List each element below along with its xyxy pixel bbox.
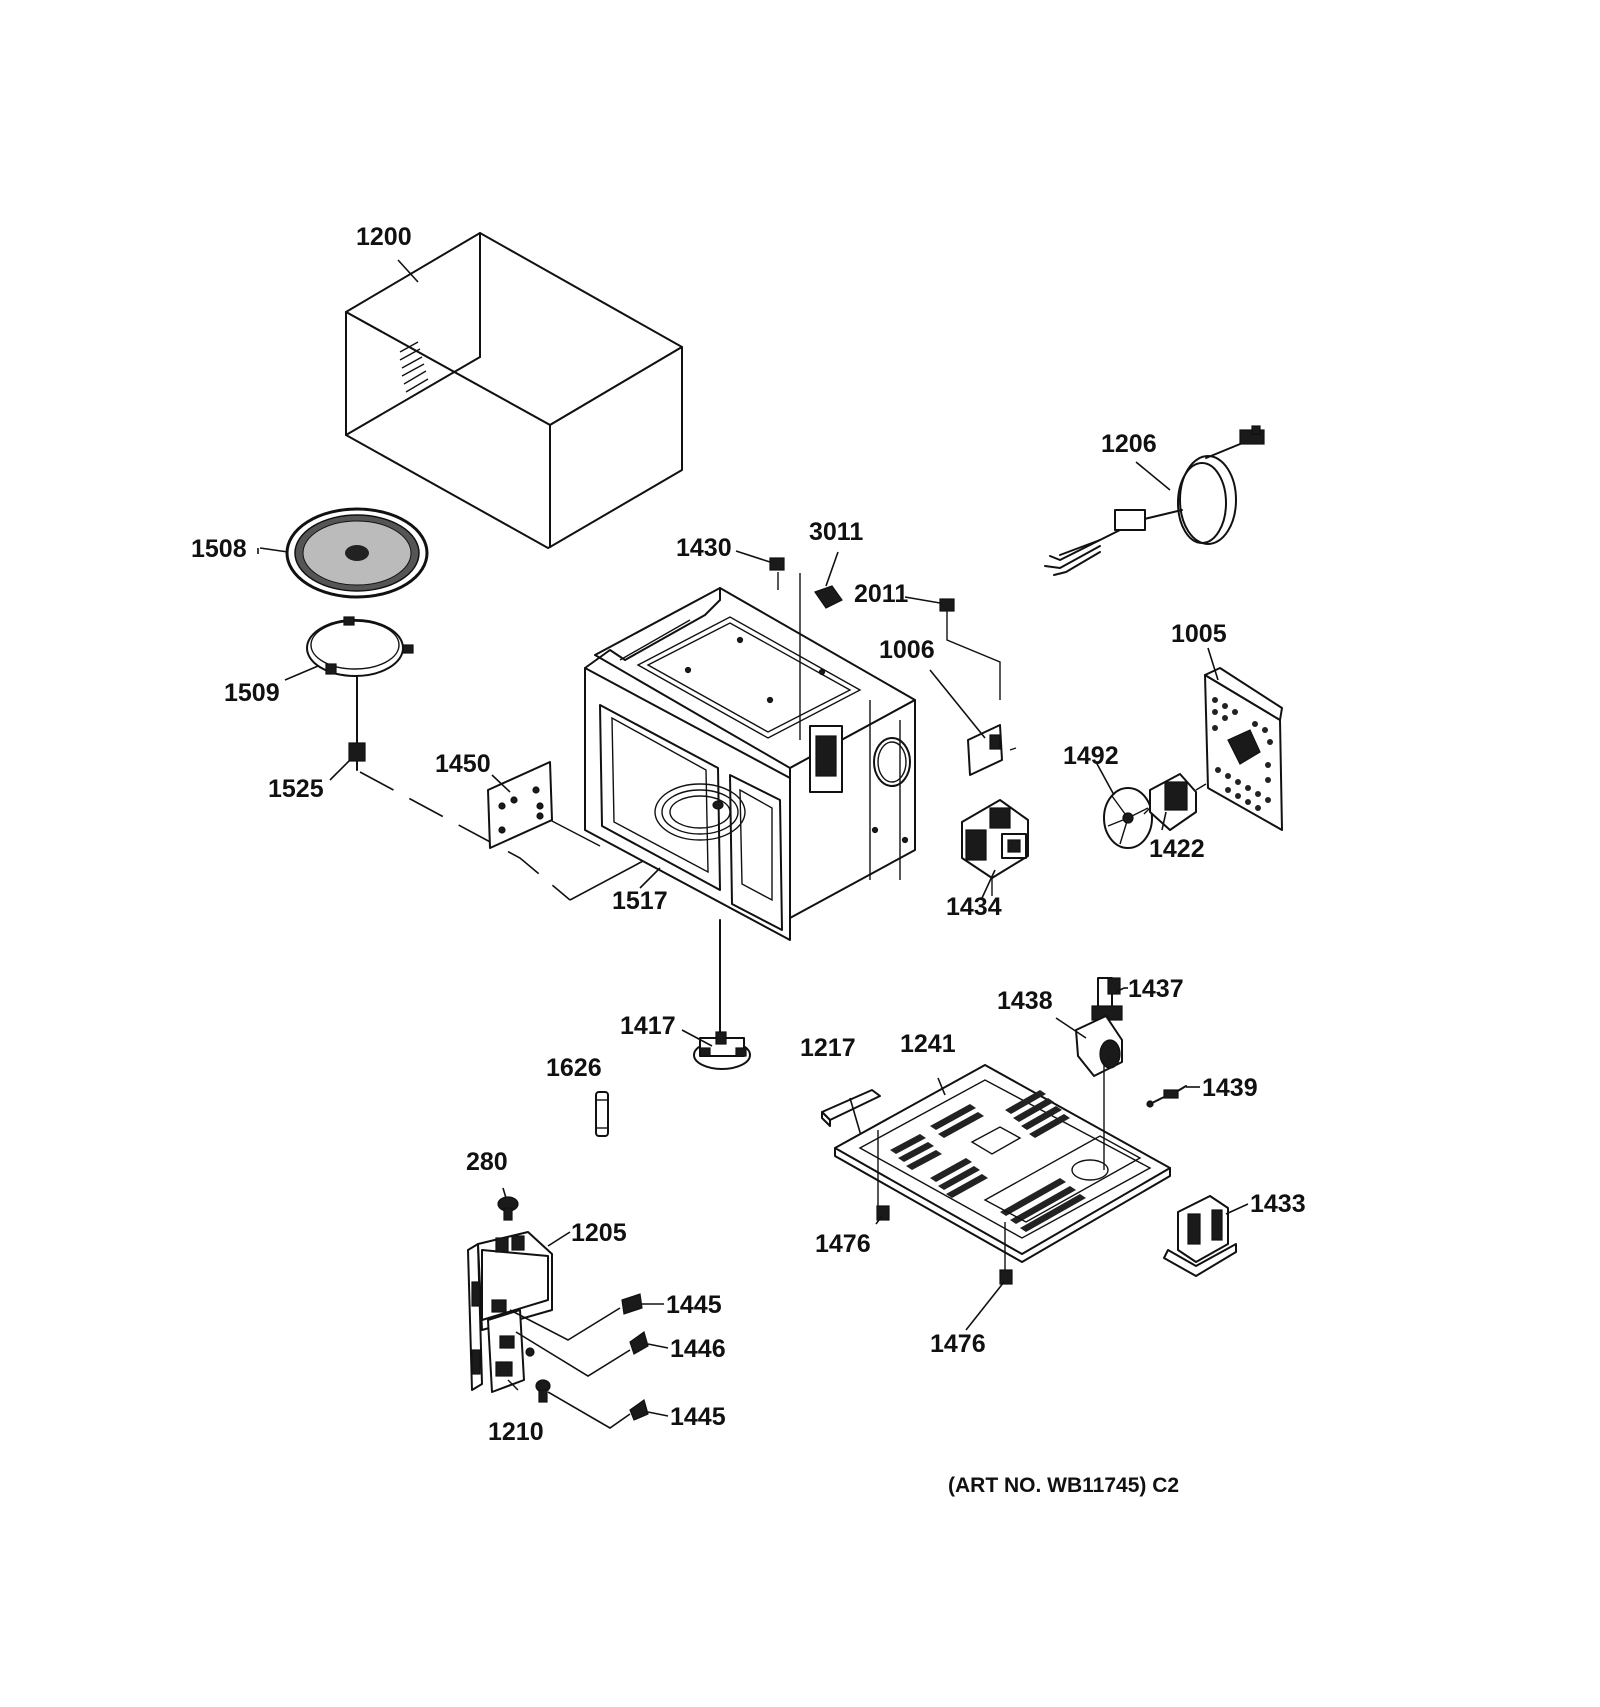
leader-lines (257, 259, 1249, 1417)
label-1210: 1210 (488, 1418, 544, 1446)
interlock-switch-2011 (904, 596, 1001, 700)
label-1417: 1417 (620, 1012, 676, 1040)
label-1446: 1446 (670, 1335, 726, 1363)
magnetron (961, 799, 1029, 896)
label-1525: 1525 (268, 775, 324, 803)
roller-ring (306, 616, 414, 677)
label-1492: 1492 (1063, 742, 1119, 770)
label-1445-lower: 1445 (670, 1403, 726, 1431)
label-1439: 1439 (1202, 1074, 1258, 1102)
waveguide-cover (487, 761, 601, 849)
label-1005: 1005 (1171, 620, 1227, 648)
oven-cavity-chassis (584, 587, 916, 941)
fan-blade (1103, 787, 1153, 849)
label-280: 280 (466, 1148, 508, 1176)
foot-1476-left (876, 1205, 890, 1221)
label-1517: 1517 (612, 887, 668, 915)
label-1433: 1433 (1250, 1190, 1306, 1218)
label-1006: 1006 (879, 636, 935, 664)
glass-turntable-tray (285, 507, 429, 599)
switch-1445-lower (547, 1391, 649, 1429)
capacitor-bracket (1091, 977, 1123, 1021)
label-1205: 1205 (571, 1219, 627, 1247)
art-number: (ART NO. WB11745) C2 (948, 1474, 1179, 1497)
screw-280 (497, 1196, 519, 1221)
switch-1445-upper (509, 1293, 643, 1341)
label-1437: 1437 (1128, 975, 1184, 1003)
high-voltage-capacitor (1075, 1015, 1123, 1077)
label-1438: 1438 (997, 987, 1053, 1015)
foot-1476-right (999, 1269, 1013, 1285)
latch-switch-assembly (467, 1231, 553, 1393)
label-1508: 1508 (191, 535, 247, 563)
turntable-coupler (348, 675, 366, 771)
base-plate (834, 1062, 1171, 1270)
label-1476-right: 1476 (930, 1330, 986, 1358)
label-1509: 1509 (224, 679, 280, 707)
label-1206: 1206 (1101, 430, 1157, 458)
label-1476-left: 1476 (815, 1230, 871, 1258)
label-1430: 1430 (676, 534, 732, 562)
label-1241: 1241 (900, 1030, 956, 1058)
power-cord (1044, 425, 1265, 576)
fan-duct-shroud (1204, 667, 1283, 831)
label-1422: 1422 (1149, 835, 1205, 863)
turntable-motor (693, 919, 751, 1070)
label-2011: 2011 (854, 580, 908, 608)
label-1445-upper: 1445 (666, 1291, 722, 1319)
label-1626: 1626 (546, 1054, 602, 1082)
screw-1210 (535, 1379, 551, 1403)
interlock-switch-3011 (814, 551, 843, 609)
label-1217: 1217 (800, 1034, 856, 1062)
label-3011: 3011 (809, 518, 863, 546)
label-1200: 1200 (356, 223, 412, 251)
label-1450: 1450 (435, 750, 491, 778)
thermal-cutout-bracket (967, 724, 1017, 776)
cabinet-wrapper (345, 232, 683, 549)
switch-1446 (515, 1331, 649, 1377)
high-voltage-transformer (1163, 1195, 1237, 1277)
fuse (595, 1091, 609, 1137)
part-labels: 1200 1206 1508 1430 3011 2011 1005 1006 … (191, 223, 1306, 1497)
fan-motor (1143, 773, 1207, 831)
label-1434: 1434 (946, 893, 1002, 921)
interlock-switch-1430 (735, 550, 801, 740)
high-voltage-diode (1146, 1085, 1187, 1108)
